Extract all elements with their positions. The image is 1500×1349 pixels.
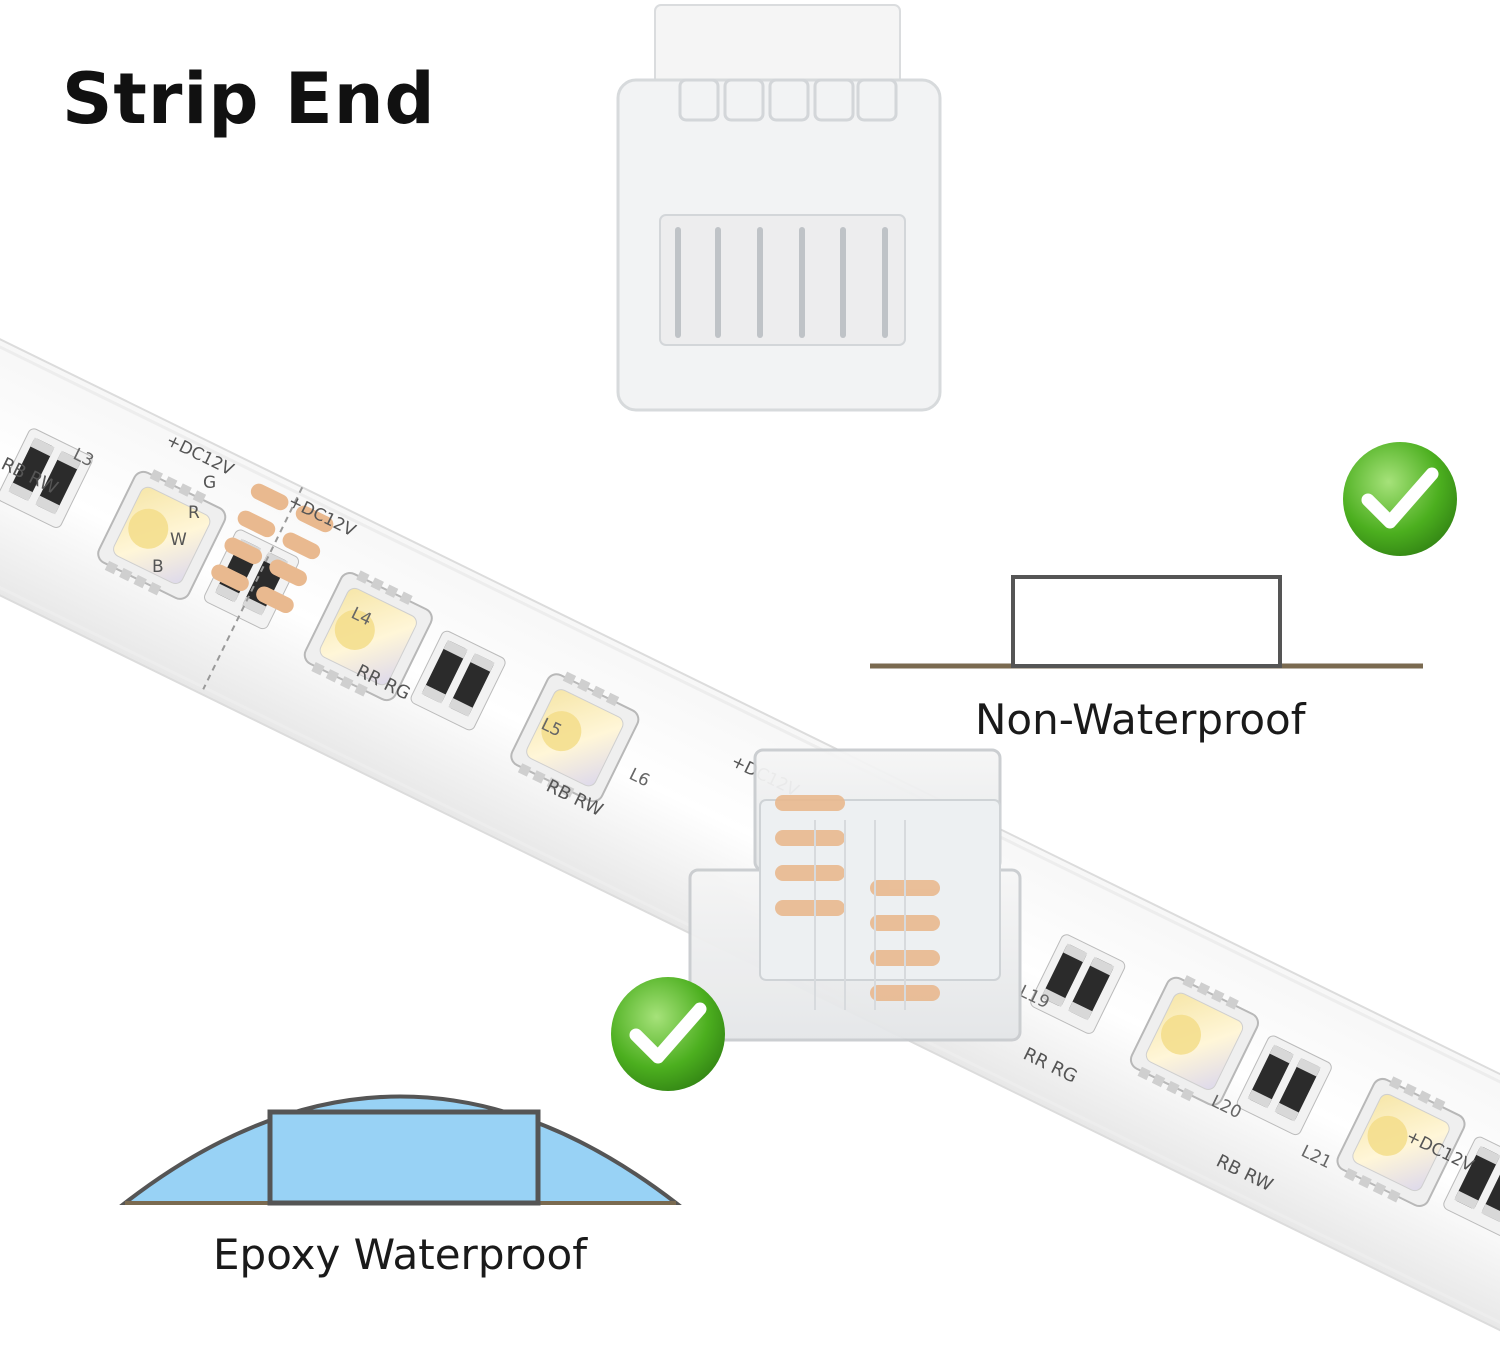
check-icon bbox=[1343, 442, 1457, 556]
epoxy-waterproof-diagram bbox=[119, 1094, 682, 1206]
pin-label-r: R bbox=[188, 503, 200, 523]
strip-connector bbox=[688, 748, 1022, 1042]
non-waterproof-diagram bbox=[870, 575, 1423, 669]
epoxy-waterproof-label: Epoxy Waterproof bbox=[213, 1230, 588, 1279]
check-icon bbox=[611, 977, 725, 1091]
loose-connector bbox=[616, 4, 942, 412]
pin-label-b: B bbox=[152, 557, 164, 577]
pin-label-g: G bbox=[203, 473, 216, 493]
page-title: Strip End bbox=[62, 58, 436, 140]
pin-label-w: W bbox=[170, 530, 187, 550]
non-waterproof-label: Non-Waterproof bbox=[975, 695, 1306, 744]
